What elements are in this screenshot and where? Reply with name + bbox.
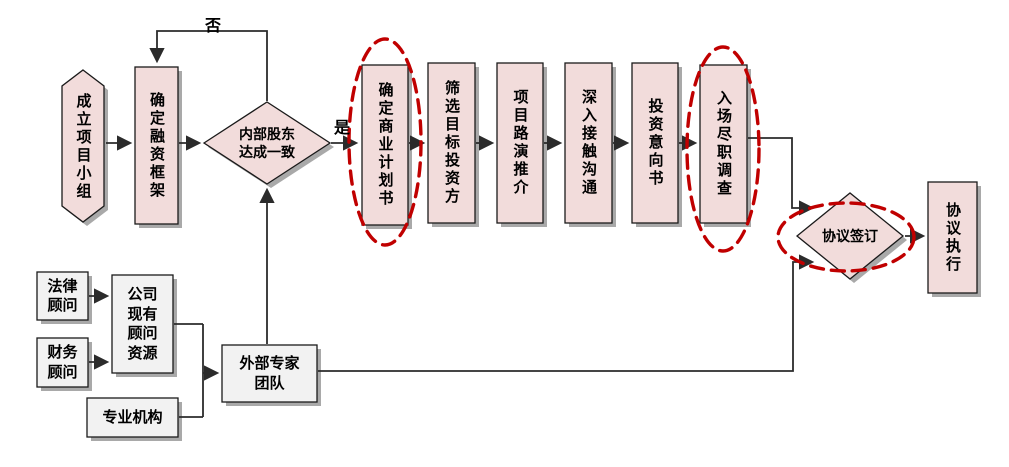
node-business-plan-shape — [361, 64, 412, 229]
node-professional-org-shape — [86, 397, 182, 441]
node-agreement-signing-shape — [795, 192, 907, 283]
node-due-diligence-shape — [699, 64, 751, 227]
highlight-ellipse-business-plan — [347, 37, 423, 247]
node-internal-consensus-shape — [202, 101, 334, 188]
node-deep-contact-shape — [564, 62, 616, 227]
node-existing-advisors-shape — [111, 274, 177, 377]
connector-diligence-to-signing — [748, 137, 815, 216]
branch-label-yes: 是 — [334, 120, 351, 137]
node-legal-advisor-shape — [36, 271, 92, 324]
node-screen-investors-shape — [427, 62, 479, 227]
node-external-experts-shape — [221, 344, 321, 406]
connector-consensus-no-loop — [149, 30, 268, 101]
node-financial-advisor-shape — [36, 337, 92, 391]
connector-experts-to-signing — [318, 254, 815, 372]
node-financing-framework-shape — [134, 66, 182, 228]
node-roadshow-shape — [496, 62, 547, 227]
highlight-ellipse-due-diligence — [685, 45, 761, 253]
branch-label-no: 否 — [205, 18, 222, 35]
node-agreement-execution-shape — [927, 181, 981, 297]
node-loi-shape — [631, 62, 682, 227]
node-project-team-shape — [61, 69, 108, 226]
highlight-ellipse-agreement-signing — [776, 201, 916, 273]
